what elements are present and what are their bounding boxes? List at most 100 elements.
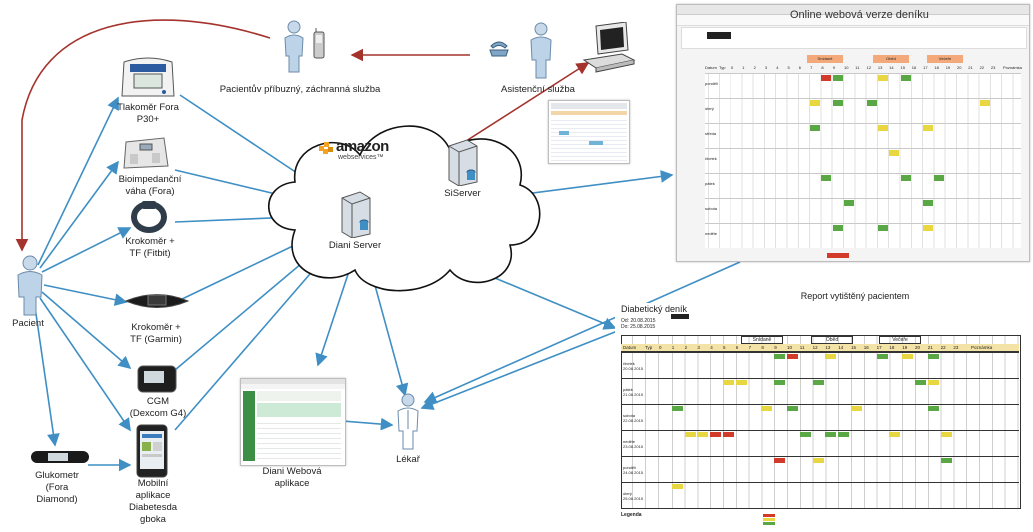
- report-value-cell: [927, 354, 939, 359]
- online-day-label: neděle: [705, 231, 718, 236]
- computer-icon: [582, 22, 636, 73]
- online-value-cell: [866, 100, 877, 106]
- report-col-header: Poznámka: [971, 345, 993, 350]
- online-col-header: 7: [810, 65, 813, 70]
- online-col-header: 15: [900, 65, 905, 70]
- fitbit-band-icon: [131, 201, 167, 233]
- glucometer-label-3: Diamond): [36, 494, 78, 505]
- online-col-header: 0: [731, 65, 734, 70]
- online-col-header: 23: [990, 65, 996, 70]
- browser-toolbar: [677, 15, 1029, 26]
- online-day-row: [705, 223, 1021, 248]
- report-col-header: 15: [851, 345, 857, 350]
- report-value-cell: [825, 354, 837, 359]
- mobile-label-3: Diabetesda: [128, 502, 178, 513]
- online-col-header: 20: [957, 65, 962, 70]
- scale-label-2: váha (Fora): [125, 186, 175, 197]
- online-col-header: 16: [911, 65, 917, 70]
- online-day-label: úterý: [705, 106, 714, 111]
- glucometer-label-2: (Fora: [45, 482, 69, 493]
- online-value-cell: [923, 125, 934, 131]
- online-col-header: Poznámka: [1003, 65, 1022, 70]
- report-value-cell: [812, 380, 824, 385]
- online-value-cell: [889, 150, 900, 156]
- online-value-cell: [832, 75, 843, 81]
- online-col-header: 10: [844, 65, 849, 70]
- assist-label: Asistenční služba: [501, 84, 575, 95]
- online-col-header: 13: [877, 65, 883, 70]
- garmin-band-icon: [124, 294, 190, 308]
- report-doc-title: Diabetický deník: [621, 304, 688, 314]
- online-value-cell: [877, 75, 888, 81]
- report-col-header: 18: [889, 345, 895, 350]
- online-meal-header: Oběd: [873, 55, 909, 63]
- doctor-person-icon: [397, 393, 419, 450]
- bioimpedance-scale-icon: [123, 137, 169, 169]
- browser-chrome: [677, 5, 1029, 15]
- report-value-cell: [927, 406, 939, 411]
- diani-server-label: Diani Server: [328, 240, 382, 251]
- report-value-cell: [774, 380, 786, 385]
- mobile-label-4: gboka: [140, 514, 166, 525]
- siserver-screenshot-thumb: [548, 100, 630, 164]
- report-value-cell: [735, 380, 747, 385]
- tonometer-label: Tlakoměr Fora P30+: [112, 102, 184, 126]
- online-value-cell: [844, 200, 854, 206]
- glucometer-label-1: Glukometr: [35, 470, 79, 481]
- report-value-cell: [761, 406, 773, 411]
- online-col-header: 19: [945, 65, 951, 70]
- online-value-cell: [877, 225, 888, 231]
- mobile-app-label: Mobilní aplikace Diabetesda gboka: [118, 478, 188, 526]
- aws-sub-text: webservices™: [338, 154, 384, 161]
- report-value-cell: [902, 354, 914, 359]
- online-col-header: 2: [753, 65, 756, 70]
- patient-label: Pacient: [12, 318, 44, 329]
- report-col-header: 2: [684, 345, 688, 350]
- report-col-header: Typ: [645, 345, 653, 350]
- diani-web-label-2: aplikace: [274, 478, 310, 489]
- online-day-label: pátek: [705, 181, 715, 186]
- online-col-header: 4: [776, 65, 779, 70]
- online-value-cell: [877, 125, 888, 131]
- desk-phone-icon: [489, 41, 509, 57]
- report-day-row: [621, 430, 1019, 431]
- garmin-label: Krokoměr + TF (Garmin): [118, 322, 194, 346]
- report-col-header: 17: [876, 345, 882, 350]
- patient-name-redacted: [707, 32, 731, 39]
- report-value-cell: [838, 432, 850, 437]
- diani-web-label-1: Diani Webová: [262, 466, 322, 477]
- cgm-label-1: CGM: [146, 396, 170, 407]
- online-day-row: [705, 173, 1021, 198]
- report-day-label: sobota 22.08.2015: [623, 413, 644, 423]
- mobile-phone-icon: [313, 28, 325, 59]
- report-col-header: 0: [659, 345, 662, 350]
- smartphone-icon: [136, 424, 168, 478]
- siserver-icon: [448, 139, 478, 186]
- online-col-header: 8: [821, 65, 824, 70]
- report-col-header: 19: [902, 345, 908, 350]
- online-value-cell: [934, 175, 945, 181]
- report-meal-header: Snídaně: [741, 336, 783, 344]
- report-day-row: [621, 352, 1019, 353]
- online-day-label: sobota: [705, 206, 718, 211]
- online-col-header: 9: [832, 65, 835, 70]
- report-meal-header: Večeře: [879, 336, 921, 344]
- cloud-icon: [268, 125, 541, 292]
- online-col-header: 21: [968, 65, 973, 70]
- report-col-header: 14: [838, 345, 844, 350]
- report-col-header: 11: [799, 345, 805, 350]
- report-name-redacted: [671, 314, 689, 319]
- printed-report: Diabetický deník Od: 20.08.2015 Do: 25.0…: [615, 303, 1027, 529]
- online-day-row: [705, 123, 1021, 148]
- report-value-cell: [889, 432, 901, 437]
- report-col-header: 23: [953, 345, 959, 350]
- report-value-cell: [787, 406, 798, 411]
- report-col-header: 12: [812, 345, 818, 350]
- report-value-cell: [787, 354, 798, 359]
- report-day-label: pondělí 24.08.2015: [623, 465, 644, 475]
- online-meal-header: Večeře: [927, 55, 963, 63]
- aws-logo: amazon webservices™: [318, 138, 389, 170]
- mobile-label-2: aplikace: [135, 490, 171, 501]
